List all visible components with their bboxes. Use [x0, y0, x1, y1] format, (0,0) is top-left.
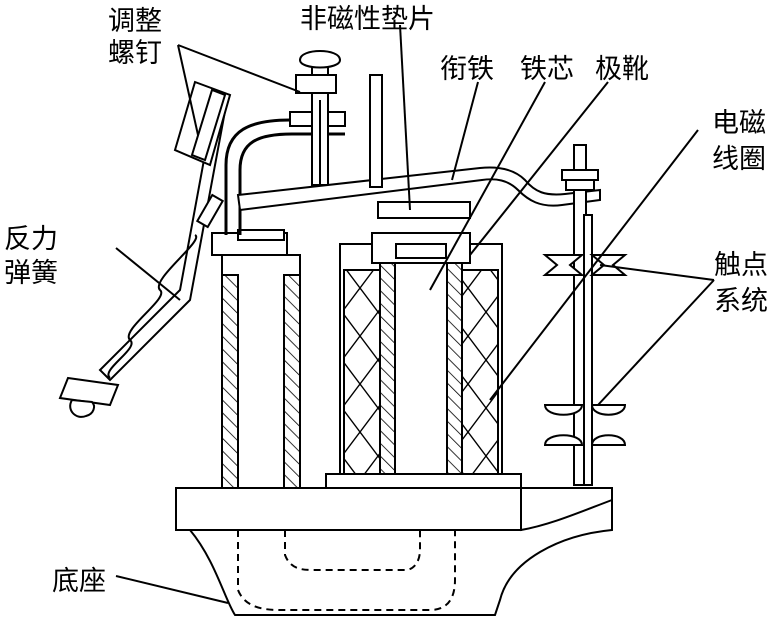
- vertical-rod: [369, 74, 383, 188]
- label-contacts-line1: 触点: [714, 250, 768, 281]
- coil-assembly: [325, 232, 522, 489]
- leader-lines: [115, 24, 715, 604]
- contact-system: [542, 144, 628, 486]
- label-nonmagnetic-shim: 非磁性垫片: [300, 4, 435, 35]
- base: [175, 487, 613, 616]
- label-armature: 衔铁: [440, 54, 494, 85]
- label-pole-shoe: 极靴: [595, 54, 649, 85]
- label-coil-line1: 电磁: [712, 108, 766, 139]
- label-spring-line1: 反力: [4, 224, 58, 255]
- label-base: 底座: [52, 566, 106, 597]
- armature: [236, 166, 601, 219]
- label-adjust-screw-line2: 螺钉: [108, 38, 162, 69]
- frame: [224, 111, 346, 235]
- label-coil-line2: 线圈: [712, 144, 766, 175]
- adjusting-screw: [295, 50, 342, 186]
- reaction-spring: [58, 80, 232, 418]
- label-spring-line2: 弹簧: [4, 258, 58, 289]
- labels: 调整 螺钉 非磁性垫片 衔铁 铁芯 极靴 电磁 线圈 反力 弹簧 触点 系统 底…: [4, 4, 768, 597]
- label-adjust-screw-line1: 调整: [108, 6, 162, 37]
- yoke-column: [211, 229, 301, 489]
- label-core: 铁芯: [520, 54, 574, 85]
- label-contacts-line2: 系统: [714, 286, 768, 317]
